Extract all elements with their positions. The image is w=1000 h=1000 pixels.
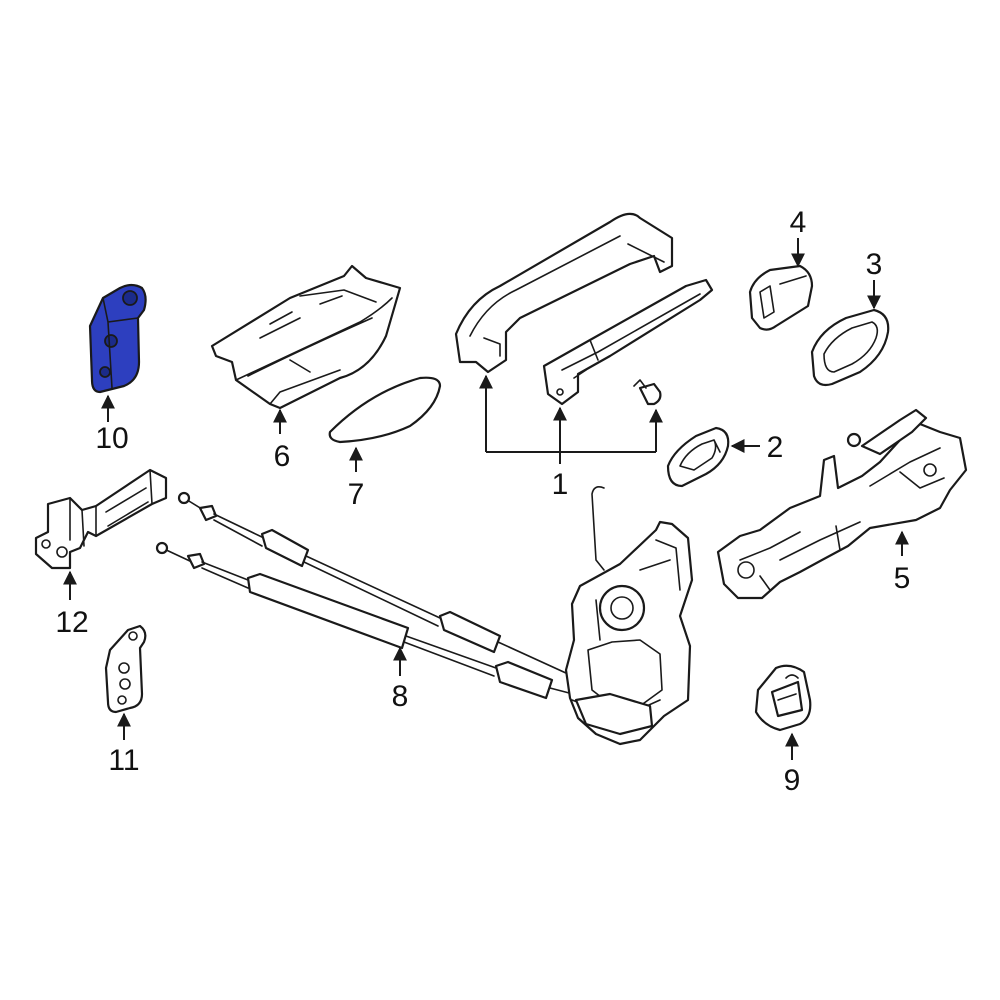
part-11-bracket[interactable]: [104, 624, 147, 714]
part-9-striker[interactable]: [754, 664, 812, 732]
part-1-outside-handle[interactable]: [454, 212, 714, 406]
callout-3[interactable]: 3: [866, 248, 883, 281]
callout-7[interactable]: 7: [348, 478, 365, 511]
callout-10[interactable]: 10: [95, 422, 128, 455]
part-7-gasket[interactable]: [328, 376, 442, 444]
leader-lines: [63, 238, 909, 760]
part-8-cables[interactable]: [155, 491, 597, 701]
part-10-body[interactable]: [88, 283, 147, 394]
part-10-edges: [102, 297, 139, 389]
callout-8[interactable]: 8: [392, 680, 409, 713]
callout-labels: 1 2 3 4 5 6 7 8 9 10 11 12: [55, 206, 910, 797]
part-3-bezel[interactable]: [810, 308, 890, 387]
callout-5[interactable]: 5: [894, 562, 911, 595]
callout-9[interactable]: 9: [784, 764, 801, 797]
part-10-hole-low: [99, 366, 111, 378]
part-4-cap[interactable]: [748, 264, 814, 331]
callout-2[interactable]: 2: [767, 431, 784, 464]
callout-4[interactable]: 4: [790, 206, 807, 239]
callout-6[interactable]: 6: [274, 440, 291, 473]
callout-11[interactable]: 11: [108, 744, 139, 777]
callout-12[interactable]: 12: [55, 606, 88, 639]
part-12-door-check[interactable]: [34, 468, 168, 570]
door-lock-latch[interactable]: [564, 486, 694, 746]
part-2-bezel[interactable]: [666, 426, 730, 488]
part-10-hole-mid: [104, 334, 118, 348]
part-6-handle-housing[interactable]: [210, 264, 402, 410]
callout-1[interactable]: 1: [552, 468, 569, 501]
part-10-hole-top: [122, 290, 138, 306]
part-5-lock-actuator[interactable]: [716, 408, 968, 600]
part-10-door-hinge[interactable]: [88, 283, 147, 394]
